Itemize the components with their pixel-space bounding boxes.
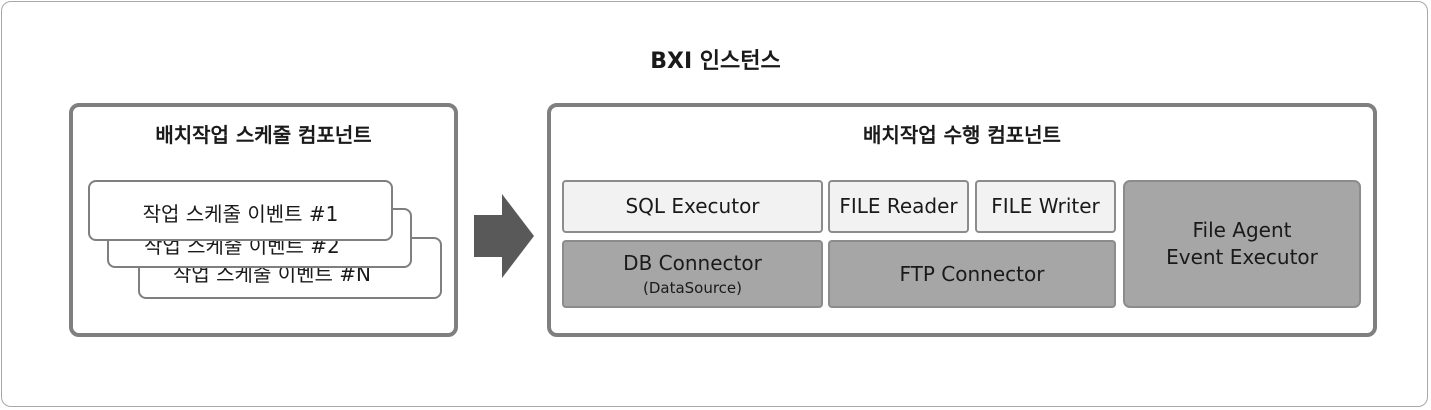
- execution-component-title: 배치작업 수행 컴포넌트: [863, 123, 1061, 147]
- db-connector-sublabel: (DataSource): [642, 278, 743, 297]
- file-writer-label: FILE Writer: [991, 194, 1100, 218]
- db-connector-box: DB Connector (DataSource): [562, 240, 823, 308]
- schedule-component-title: 배치작업 스케줄 컴포넌트: [155, 123, 372, 147]
- ftp-connector-box: FTP Connector: [828, 240, 1116, 308]
- file-writer-box: FILE Writer: [975, 180, 1116, 233]
- diagram-title: BXI 인스턴스: [650, 49, 781, 74]
- file-reader-box: FILE Reader: [828, 180, 969, 233]
- file-agent-event-executor-box: File Agent Event Executor: [1123, 180, 1361, 308]
- schedule-event-label-1: 작업 스케줄 이벤트 #1: [142, 202, 339, 226]
- ftp-connector-label: FTP Connector: [899, 261, 1045, 286]
- schedule-event-card-1: 작업 스케줄 이벤트 #1: [88, 180, 393, 241]
- db-connector-label: DB Connector: [623, 250, 762, 275]
- sql-executor-label: SQL Executor: [625, 194, 760, 218]
- file-agent-label-line1: File Agent: [1192, 218, 1292, 242]
- file-agent-label-line2: Event Executor: [1166, 245, 1318, 269]
- flow-arrow-icon: [474, 194, 534, 278]
- file-reader-label: FILE Reader: [839, 194, 958, 218]
- sql-executor-box: SQL Executor: [562, 180, 823, 233]
